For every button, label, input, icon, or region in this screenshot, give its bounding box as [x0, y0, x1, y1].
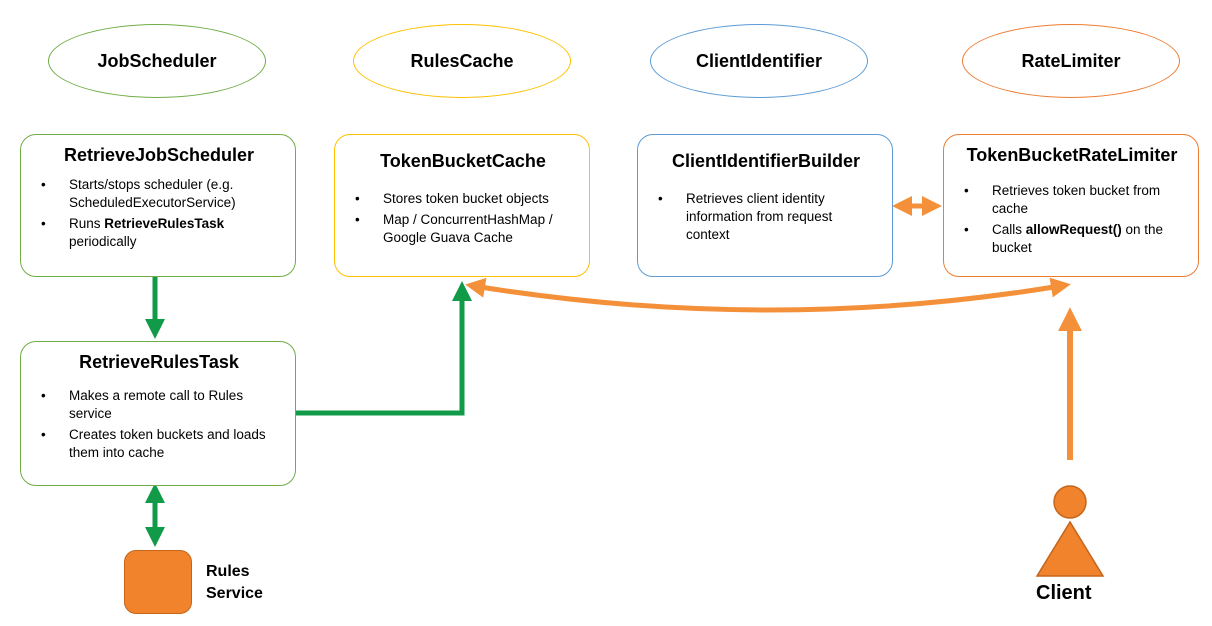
component-label: RulesCache [410, 50, 514, 71]
component-rules-cache: RulesCache [353, 24, 571, 98]
bullet-item: Stores token bucket objects [355, 190, 575, 208]
component-rate-limiter: RateLimiter [962, 24, 1180, 98]
rules-service-icon [124, 550, 192, 614]
bullet-item: Map / ConcurrentHashMap / Google Guava C… [355, 211, 575, 247]
bullet-list: Starts/stops scheduler (e.g. ScheduledEx… [37, 176, 281, 251]
box-title: RetrieveRulesTask [79, 352, 239, 372]
box-title: TokenBucketRateLimiter [966, 145, 1178, 165]
rules-service-label: Rules Service [206, 563, 263, 602]
bullet-item: Runs RetrieveRulesTask periodically [41, 215, 281, 251]
box-title: ClientIdentifierBuilder [671, 151, 860, 171]
component-label: ClientIdentifier [695, 50, 822, 71]
component-label: JobScheduler [97, 50, 217, 71]
bullet-item: Starts/stops scheduler (e.g. ScheduledEx… [41, 176, 281, 212]
bullet-item: Creates token buckets and loads them int… [41, 426, 281, 462]
retrieve-rules-task-box: RetrieveRulesTask Makes a remote call to… [20, 341, 296, 486]
bullet-item: Calls allowRequest() on the bucket [964, 221, 1184, 257]
component-job-scheduler: JobScheduler [48, 24, 266, 98]
component-client-identifier: ClientIdentifier [650, 24, 868, 98]
bullet-item: Retrieves client identity information fr… [658, 190, 878, 244]
client-label: Client [1036, 582, 1092, 604]
box-title: TokenBucketCache [380, 151, 546, 171]
bullet-list: Makes a remote call to Rules service Cre… [37, 387, 281, 462]
component-label: RateLimiter [1021, 50, 1121, 71]
client-identifier-builder-box: ClientIdentifierBuilder Retrieves client… [637, 134, 893, 277]
bullet-item: Retrieves token bucket from cache [964, 182, 1184, 218]
retrieve-job-scheduler-box: RetrieveJobScheduler Starts/stops schedu… [20, 134, 296, 277]
box-title: RetrieveJobScheduler [63, 145, 255, 165]
token-bucket-cache-box: TokenBucketCache Stores token bucket obj… [334, 134, 590, 277]
bullet-item: Makes a remote call to Rules service [41, 387, 281, 423]
client-actor-icon [1035, 485, 1105, 577]
bullet-list: Stores token bucket objects Map / Concur… [351, 190, 575, 247]
token-bucket-rate-limiter-box: TokenBucketRateLimiter Retrieves token b… [943, 134, 1199, 277]
arrow-task-to-cache [295, 281, 472, 416]
bullet-list: Retrieves client identity information fr… [654, 190, 878, 244]
bullet-list: Retrieves token bucket from cache Calls … [960, 182, 1184, 257]
arrow-rate-limiter-cache [465, 277, 1071, 313]
